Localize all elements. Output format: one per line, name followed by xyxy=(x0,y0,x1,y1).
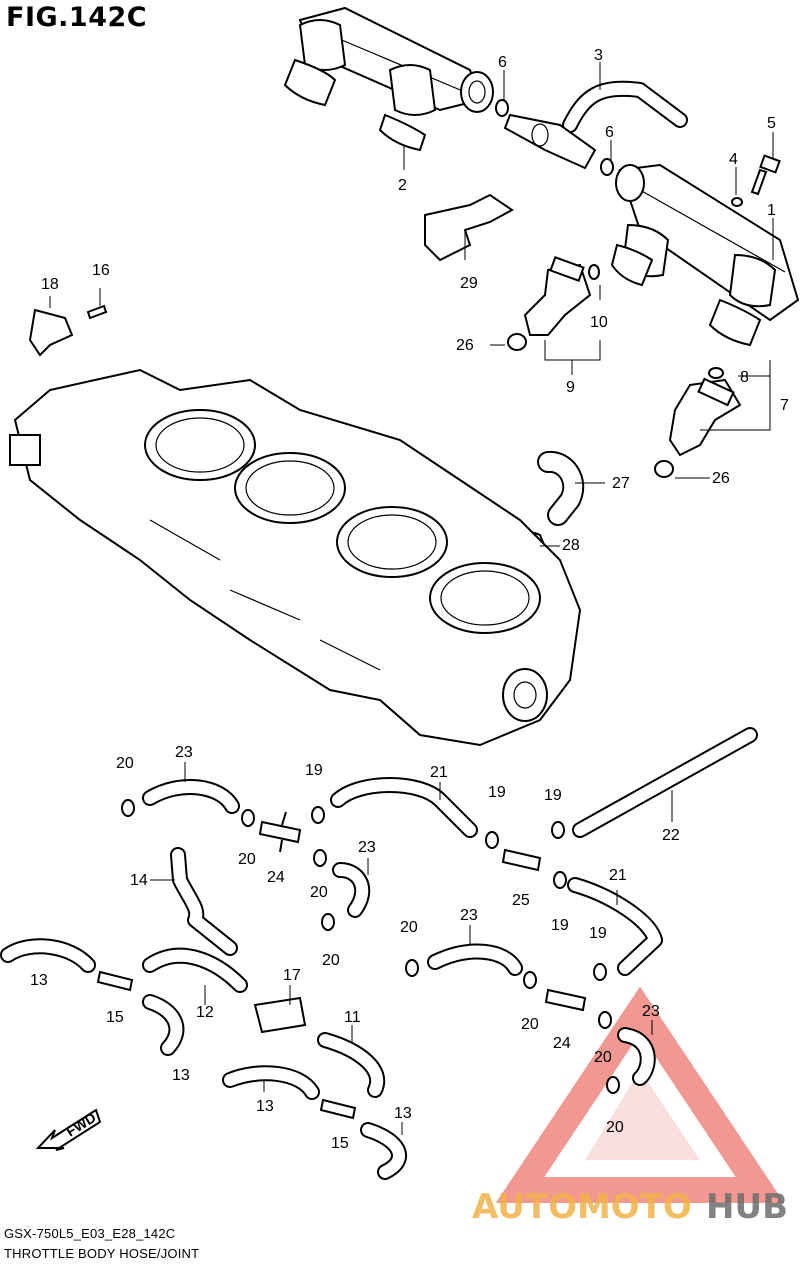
callout-21b: 21 xyxy=(609,867,627,884)
callout-6b: 6 xyxy=(605,124,614,141)
callout-11: 11 xyxy=(344,1009,361,1026)
callout-4: 4 xyxy=(729,151,738,168)
callout-2: 2 xyxy=(398,177,407,194)
callout-7: 7 xyxy=(780,397,789,414)
callout-26a: 26 xyxy=(456,337,474,354)
clamps xyxy=(121,799,620,1094)
fuel-delivery-pipe-upper xyxy=(283,6,494,152)
callout-15a: 15 xyxy=(106,1009,124,1026)
callout-18: 18 xyxy=(41,276,59,293)
callout-9: 9 xyxy=(566,379,575,396)
callout-24b: 24 xyxy=(553,1035,571,1052)
clamp xyxy=(424,193,514,262)
callout-20f: 20 xyxy=(521,1016,539,1033)
callout-10: 10 xyxy=(590,314,608,331)
watermark-text-left: AUTOMOTO xyxy=(472,1187,692,1227)
callout-20h: 20 xyxy=(606,1119,624,1136)
callout-6a: 6 xyxy=(498,54,507,71)
callout-19b: 19 xyxy=(488,784,506,801)
callout-numbers: 1 2 3 4 5 6 6 7 8 9 10 11 12 13 13 13 13… xyxy=(30,47,789,1152)
callout-25: 25 xyxy=(512,892,530,909)
sensor xyxy=(28,308,74,357)
callout-8: 8 xyxy=(740,369,749,386)
callout-20g: 20 xyxy=(594,1049,612,1066)
callout-13d: 13 xyxy=(394,1105,412,1122)
callout-15b: 15 xyxy=(331,1135,349,1152)
throttle-body-assembly xyxy=(9,368,582,747)
joint-15b xyxy=(319,1098,357,1120)
callout-19c: 19 xyxy=(544,787,562,804)
o-ring-6b xyxy=(600,158,614,176)
figure-title: FIG.142C xyxy=(6,2,148,33)
callout-26b: 26 xyxy=(712,470,730,487)
fuel-delivery-pipe-lower xyxy=(610,163,800,347)
callout-23d: 23 xyxy=(642,1003,660,1020)
callout-20d: 20 xyxy=(322,952,340,969)
joint-24a xyxy=(258,811,302,853)
callout-24a: 24 xyxy=(267,869,285,886)
joint-17 xyxy=(253,996,307,1034)
fwd-arrow-icon: FWD xyxy=(35,1108,102,1151)
o-ring-10 xyxy=(588,264,600,280)
section-title: THROTTLE BODY HOSE/JOINT xyxy=(4,1246,200,1261)
joint-15a xyxy=(96,970,134,992)
seal-26a xyxy=(507,333,527,351)
joint-24b xyxy=(544,988,587,1012)
fuel-injector-9 xyxy=(523,256,592,336)
o-ring-8 xyxy=(708,367,724,379)
callout-29: 29 xyxy=(460,275,478,292)
fuel-joint xyxy=(503,113,597,170)
callout-23c: 23 xyxy=(460,907,478,924)
model-code: GSX-750L5_E03_E28_142C xyxy=(4,1226,176,1241)
callout-1: 1 xyxy=(767,202,776,219)
callout-13c: 13 xyxy=(256,1098,274,1115)
callout-5: 5 xyxy=(767,115,776,132)
callout-20c: 20 xyxy=(310,884,328,901)
callout-19e: 19 xyxy=(589,925,607,942)
callout-27: 27 xyxy=(612,475,630,492)
callout-3: 3 xyxy=(594,47,603,64)
callout-20a: 20 xyxy=(116,755,134,772)
callout-28: 28 xyxy=(562,537,580,554)
callout-16: 16 xyxy=(92,262,110,279)
callout-17: 17 xyxy=(283,967,301,984)
joint-25 xyxy=(501,848,542,872)
seal-26b xyxy=(654,460,674,478)
callout-22: 22 xyxy=(662,827,680,844)
callout-12: 12 xyxy=(196,1004,214,1021)
washer xyxy=(731,197,743,207)
leader-lines xyxy=(49,62,774,1135)
callout-20e: 20 xyxy=(400,919,418,936)
callout-19a: 19 xyxy=(305,762,323,779)
fuel-injector-7 xyxy=(668,377,742,457)
o-ring-6a xyxy=(495,99,509,117)
bolt xyxy=(750,154,781,196)
callout-13b: 13 xyxy=(172,1067,190,1084)
callout-23b: 23 xyxy=(358,839,376,856)
screw xyxy=(86,304,108,320)
callout-13a: 13 xyxy=(30,972,48,989)
callout-20b: 20 xyxy=(238,851,256,868)
callout-19d: 19 xyxy=(551,917,569,934)
watermark-logo xyxy=(495,986,785,1203)
callout-14: 14 xyxy=(130,872,148,889)
watermark-text-right: HUB xyxy=(706,1187,788,1227)
callout-21a: 21 xyxy=(430,764,448,781)
watermark-text: AUTOMOTO HUB xyxy=(472,1187,788,1227)
callout-23a: 23 xyxy=(175,744,193,761)
